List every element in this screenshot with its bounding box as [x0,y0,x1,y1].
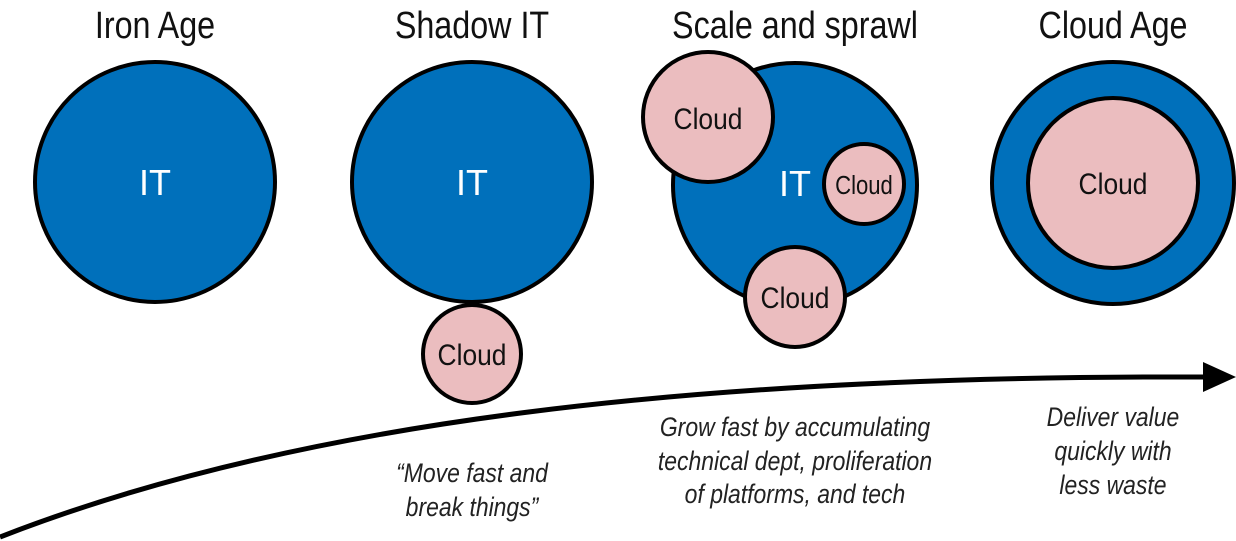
it-label: IT [456,162,488,203]
caption-cloud-age: Deliver value quickly with less waste [1047,402,1180,500]
it-label: IT [139,162,171,203]
it-label: IT [779,163,811,204]
arrowhead-icon [1203,362,1236,392]
caption-line: break things” [406,492,540,522]
cloud-circle-scale-3 [743,245,847,349]
cloud-circle-shadow-it [421,303,523,405]
caption-line: Deliver value [1047,402,1180,432]
stage-title-iron-age: Iron Age [95,5,215,47]
caption-scale: Grow fast by accumulating technical dept… [658,412,932,509]
cloud-label: Cloud [761,280,830,314]
cloud-circle-cloud-age [1026,96,1200,270]
cloud-circle-scale-1 [641,50,775,184]
cloud-circle-scale-2 [822,142,906,226]
caption-line: of platforms, and tech [685,479,906,509]
stage-title-shadow-it: Shadow IT [395,5,549,47]
caption-line: Grow fast by accumulating [660,412,930,442]
caption-line: technical dept, proliferation [658,446,932,476]
cloud-label: Cloud [438,337,507,371]
stage-title-cloud-age: Cloud Age [1039,5,1188,47]
caption-line: “Move fast and [396,458,549,488]
timeline-arrow [0,374,1206,540]
stage-title-scale-sprawl: Scale and sprawl [672,5,918,47]
cloud-label: Cloud [835,171,893,200]
cloud-label: Cloud [1079,166,1148,200]
caption-line: less waste [1059,470,1166,500]
caption-shadow-it: “Move fast and break things” [396,458,549,522]
it-circle-shadow-it [350,60,594,304]
it-circle-iron-age [33,60,277,304]
caption-line: quickly with [1054,436,1171,466]
cloud-label: Cloud [674,101,743,135]
